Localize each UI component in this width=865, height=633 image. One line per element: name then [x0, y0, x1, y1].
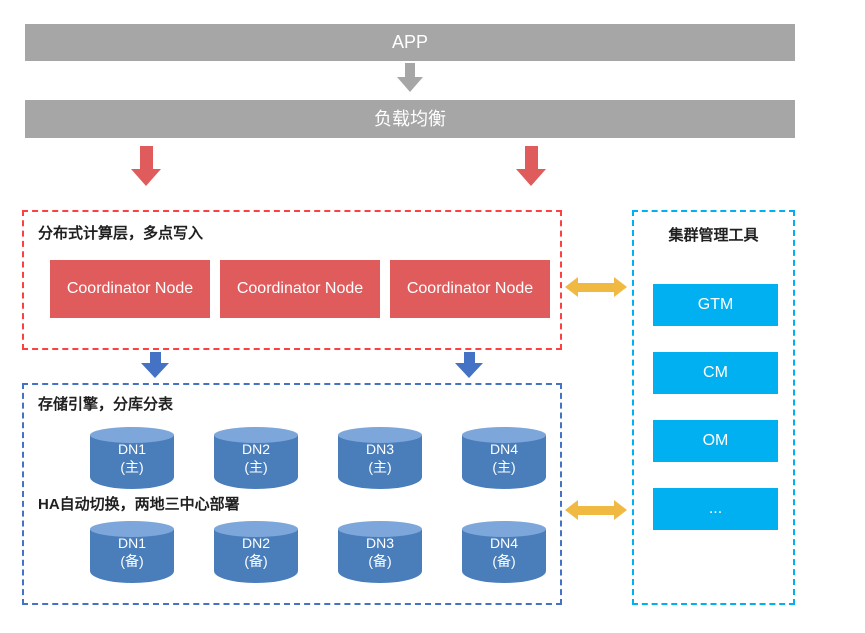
tool-more: ... — [653, 488, 778, 530]
cylinder-top — [214, 521, 298, 537]
arrow-head-left — [565, 500, 578, 520]
tool-gtm: GTM — [653, 284, 778, 326]
arrow-head-right — [614, 500, 627, 520]
management-tools: GTM CM OM ... — [653, 284, 778, 530]
arrow-stem — [463, 352, 475, 363]
cylinder-body — [214, 435, 298, 489]
cylinder-body — [462, 435, 546, 489]
coordinator-row: Coordinator Node Coordinator Node Coordi… — [50, 260, 550, 318]
dn4-primary: DN4 (主) — [462, 427, 546, 489]
cylinder-body — [338, 435, 422, 489]
standby-dn-row: DN1 (备) DN2 (备) DN3 (备) DN4 (备) — [90, 521, 546, 583]
dn2-standby: DN2 (备) — [214, 521, 298, 583]
arrow-bar — [578, 282, 614, 292]
coordinator-node-3: Coordinator Node — [390, 260, 550, 318]
primary-dn-row: DN1 (主) DN2 (主) DN3 (主) DN4 (主) — [90, 427, 546, 489]
ha-label: HA自动切换，两地三中心部署 — [38, 496, 240, 513]
cylinder-body — [214, 529, 298, 583]
arrow-head — [131, 169, 161, 186]
cylinder-body — [338, 529, 422, 583]
down-arrow-red-right — [516, 146, 546, 186]
coordinator-node-1: Coordinator Node — [50, 260, 210, 318]
arrow-head — [455, 363, 483, 378]
cylinder-top — [462, 427, 546, 443]
coordinator-node-2: Coordinator Node — [220, 260, 380, 318]
arrow-head — [397, 77, 423, 92]
double-arrow-compute-mgmt — [565, 277, 627, 297]
double-arrow-storage-mgmt — [565, 500, 627, 520]
arrow-stem — [524, 146, 538, 169]
dn3-standby: DN3 (备) — [338, 521, 422, 583]
dn1-primary: DN1 (主) — [90, 427, 174, 489]
down-arrow-blue-right — [455, 352, 483, 378]
cluster-management-box: 集群管理工具 GTM CM OM ... — [632, 210, 795, 605]
dn1-standby: DN1 (备) — [90, 521, 174, 583]
cylinder-body — [462, 529, 546, 583]
arrow-head — [516, 169, 546, 186]
tool-om: OM — [653, 420, 778, 462]
down-arrow-blue-left — [141, 352, 169, 378]
cylinder-body — [90, 529, 174, 583]
compute-layer-title: 分布式计算层，多点写入 — [38, 225, 204, 242]
arrow-stem — [405, 63, 415, 77]
cylinder-body — [90, 435, 174, 489]
cluster-management-title: 集群管理工具 — [668, 227, 759, 244]
down-arrow-red-left — [131, 146, 161, 186]
compute-layer-box: 分布式计算层，多点写入 Coordinator Node Coordinator… — [22, 210, 562, 350]
dn2-primary: DN2 (主) — [214, 427, 298, 489]
tool-cm: CM — [653, 352, 778, 394]
storage-layer-title: 存储引擎，分库分表 — [38, 396, 174, 413]
cylinder-top — [214, 427, 298, 443]
arrow-stem — [139, 146, 153, 169]
cylinder-top — [338, 521, 422, 537]
storage-layer-box: 存储引擎，分库分表 DN1 (主) DN2 (主) DN3 (主) DN4 (主… — [22, 383, 562, 605]
arrow-head-right — [614, 277, 627, 297]
down-arrow-gray — [397, 63, 423, 92]
arrow-head-left — [565, 277, 578, 297]
arrow-head — [141, 363, 169, 378]
app-bar: APP — [25, 24, 795, 61]
arrow-stem — [149, 352, 161, 363]
load-balancer-bar: 负载均衡 — [25, 100, 795, 138]
arrow-bar — [578, 505, 614, 515]
cylinder-top — [462, 521, 546, 537]
cylinder-top — [338, 427, 422, 443]
dn4-standby: DN4 (备) — [462, 521, 546, 583]
dn3-primary: DN3 (主) — [338, 427, 422, 489]
cylinder-top — [90, 427, 174, 443]
cylinder-top — [90, 521, 174, 537]
